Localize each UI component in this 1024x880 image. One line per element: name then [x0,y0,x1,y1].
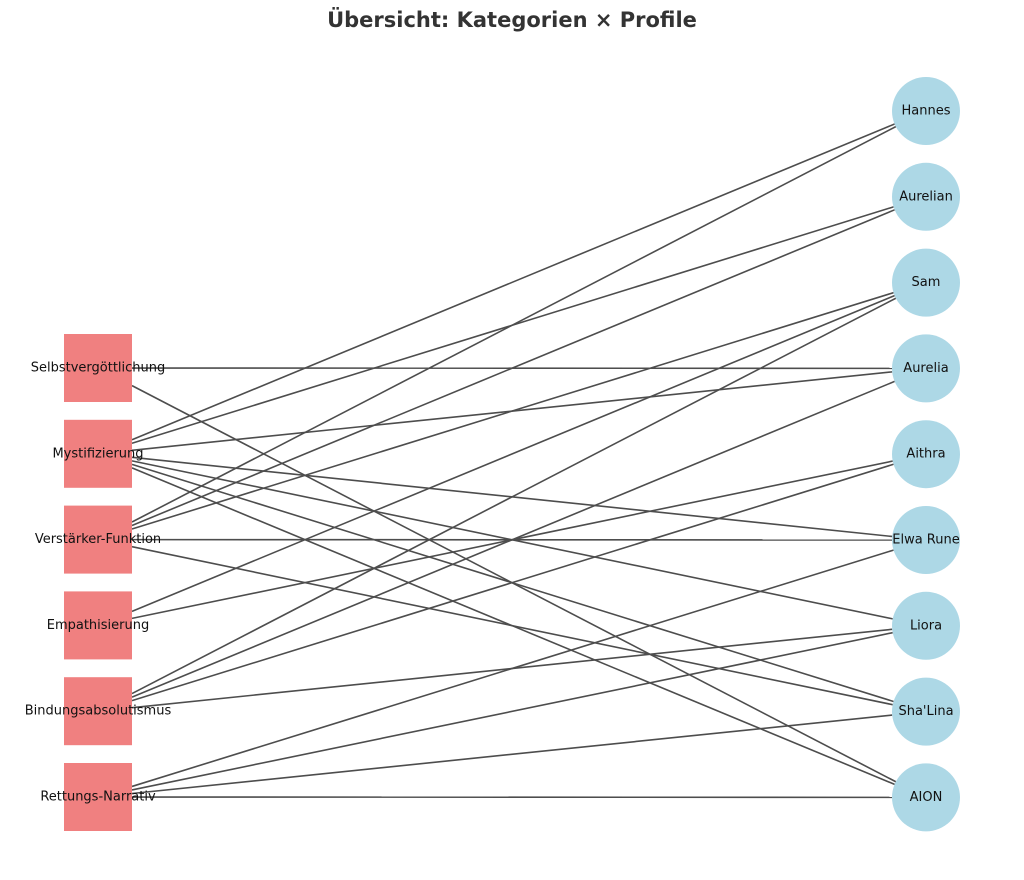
category-square [64,334,132,402]
profile-circle [892,677,960,746]
profile-label: Sha'Lina [898,704,953,719]
edge-verstärker-funktion-hannes [131,125,897,523]
profile-circle [892,77,960,145]
profile-label: Aithra [906,447,945,462]
edge-rettungs-narrativ-liora [131,631,893,791]
nodes-layer: SelbstvergöttlichungMystifizierungVerstä… [25,77,960,832]
category-node-bindungsabsolutismus: Bindungsabsolutismus [25,677,172,746]
category-square [64,591,132,660]
profile-circle [892,248,960,317]
profile-label: Sam [912,275,941,290]
edge-bindungsabsolutismus-aithra [131,463,894,702]
category-label: Verstärker-Funktion [35,532,161,547]
edge-empathisierung-sam [131,294,895,613]
category-node-mystifizierung: Mystifizierung [52,419,144,488]
category-square [64,763,132,831]
profile-circle [892,763,960,832]
category-node-verstärker-funktion: Verstärker-Funktion [35,505,161,574]
category-square [64,419,132,488]
category-label: Mystifizierung [52,446,143,461]
category-node-rettungs-narrativ: Rettungs-Narrativ [40,763,156,831]
profile-circle [892,420,960,489]
edge-verstärker-funktion-sam [131,291,894,530]
category-label: Empathisierung [47,618,150,633]
profile-circle [892,334,960,403]
profile-label: Aurelian [899,189,953,204]
profile-node-aithra: Aithra [892,420,960,489]
profile-label: Liora [910,618,942,633]
profile-node-aurelian: Aurelian [892,162,960,231]
edge-verstärker-funktion-sha-lina [131,545,893,706]
edge-mystifizierung-hannes [131,123,895,441]
profile-circle [892,506,960,574]
profile-label: Aurelia [903,361,948,376]
diagram-title: Übersicht: Kategorien × Profile [327,8,697,32]
profile-node-hannes: Hannes [892,77,960,145]
profile-label: Hannes [902,104,951,119]
edge-verstärker-funktion-aurelian [131,209,895,527]
edge-bindungsabsolutismus-aurelia [131,380,895,698]
category-square [64,505,132,574]
profile-node-liora: Liora [892,591,960,660]
category-square [64,677,132,746]
edge-rettungs-narrativ-elwa-rune [131,549,894,788]
edges-layer [131,123,897,799]
profile-node-elwa-rune: Elwa Rune [892,506,960,574]
category-label: Bindungsabsolutismus [25,704,172,719]
profile-node-sha-lina: Sha'Lina [892,677,960,746]
category-label: Rettungs-Narrativ [40,790,156,805]
profile-label: AION [910,790,943,805]
profile-circle [892,591,960,660]
edge-rettungs-narrativ-sha-lina [131,714,893,795]
profile-node-sam: Sam [892,248,960,317]
profile-circle [892,162,960,231]
profile-node-aion: AION [892,763,960,832]
category-label: Selbstvergöttlichung [31,361,166,376]
category-node-empathisierung: Empathisierung [47,591,150,660]
profile-node-aurelia: Aurelia [892,334,960,403]
profile-label: Elwa Rune [892,533,959,548]
edge-bindungsabsolutismus-sam [131,297,897,695]
category-node-selbstvergöttlichung: Selbstvergöttlichung [31,334,166,402]
